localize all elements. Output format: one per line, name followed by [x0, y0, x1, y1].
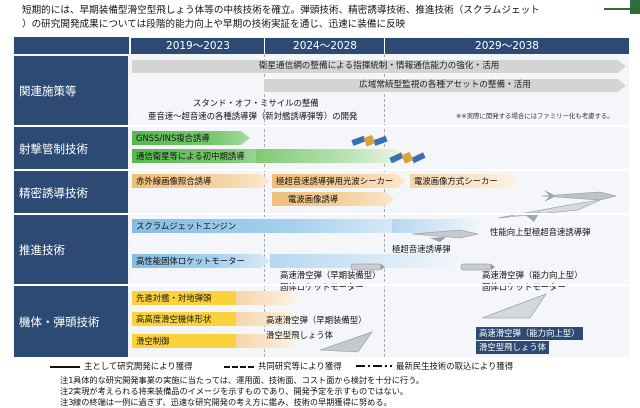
- label-hgv-improved-motor: 固体ロケットモーター: [482, 282, 566, 292]
- satellite-icon-1: [351, 134, 388, 147]
- row-separator-3: [14, 213, 628, 215]
- period-divider-1: [264, 54, 265, 357]
- glide-vehicle-icon-improved: [481, 293, 547, 319]
- row-label-precision: 精密誘導技術: [14, 171, 128, 214]
- legend-solid-text: 主として研究開発により獲得: [84, 361, 193, 371]
- arrow-gnss-ins: GNSS/INS複合誘導: [132, 131, 250, 145]
- legend-solid-line: [50, 366, 80, 368]
- hypersonic-missile-icon: [411, 229, 479, 242]
- arrow-scramjet-extension: [392, 219, 482, 233]
- intro-line-1: 短期的には、早期装備型滑空型飛しょう体等の中核技術を確立。弾頭技術、精密誘導技術…: [22, 5, 540, 16]
- arrow-satcom-guidance-extension: [256, 149, 406, 163]
- arrow-satcom-guidance: 通信衛星等による初中期誘導: [132, 149, 270, 163]
- header-year-3: 2029〜2038: [384, 38, 629, 54]
- header-label-cell: [14, 37, 129, 54]
- arrow-solid-rocket-extension: [270, 254, 460, 268]
- box-glide-control: 滑空制御: [132, 334, 236, 348]
- note-2-text: 実現が考えられる将来装備品のイメージを示すものであり、開発予定を示すものではない…: [73, 386, 409, 396]
- arrow-solid-rocket: 高性能固体ロケットモーター: [132, 254, 270, 268]
- note-1-num: 注1: [60, 375, 74, 385]
- related-standoff-title: スタンド・オフ・ミサイルの整備: [193, 98, 319, 108]
- arrow-optical-seeker: 極超音速誘導弾用光波シーカー: [272, 174, 406, 188]
- label-hgv-early-rocket: 高速滑空弾（早期装備型）: [280, 270, 381, 280]
- glide-vehicle-icon-early: [319, 331, 373, 353]
- arrow-glide-airframe: [236, 312, 298, 326]
- label-hgv-early-airframe: 高速滑空弾（早期装備型）: [266, 315, 367, 325]
- arrow-radar-image-guidance: 電波画像誘導: [272, 192, 394, 206]
- arrow-advanced-warhead: [236, 291, 298, 305]
- row-separator-1: [14, 125, 628, 127]
- legend-dashdot-text: 最新民生技術の取込により獲得: [396, 361, 514, 371]
- corner-accent-line: [604, 8, 630, 10]
- satellite-icon-2: [389, 151, 426, 164]
- box-advanced-warhead: 先進対艦・対地弾頭: [132, 291, 236, 305]
- legend-dash-text: 共同研究等により獲得: [258, 361, 342, 371]
- arrow-radar-seeker: 電波画像方式シーカー: [410, 174, 520, 188]
- row-separator-2: [14, 169, 628, 171]
- row-label-fire-control: 射撃管制技術: [14, 127, 128, 170]
- note-1-text: 具体的な研究開発事業の実施に当たっては、運用面、技術面、コスト面から検討を十分に…: [73, 375, 424, 385]
- row-separator-4: [14, 284, 628, 286]
- rocket-motor-icon-2: [460, 263, 495, 271]
- box-glide-airframe: 高高度滑空機体形状: [132, 312, 236, 326]
- header-year-2: 2024〜2028: [264, 38, 385, 54]
- note-3-num: 注3: [60, 397, 74, 407]
- label-glide-vehicle-early: 滑空型飛しょう体: [266, 330, 333, 340]
- related-bar-satcom: 衛星通信網の整備による指揮統制・情報通信能力の強化・活用: [132, 60, 626, 73]
- arrow-scramjet: スクラムジェットエンジン: [132, 219, 402, 233]
- corner-accent-block: [630, 0, 640, 14]
- intro-line-2: ）の研究開発成果については段階的能力向上や早期の技術実証を通じ、迅速に装備に反映: [22, 19, 406, 30]
- row-label-propulsion: 推進技術: [14, 215, 128, 285]
- row-label-related: 関連施策等: [14, 56, 128, 126]
- label-hgv-improved-rocket: 高速滑空弾（能力向上型）: [482, 270, 583, 280]
- related-standoff-desc: 亜音速〜超音速の各種誘導弾（新対艦誘導弾等）の開発: [148, 111, 358, 121]
- improved-hypersonic-missile-icon: [497, 199, 601, 222]
- header-year-1: 2019〜2023: [130, 38, 265, 54]
- rocket-motor-icon-1: [350, 263, 385, 271]
- arrow-ir-image-guidance: 赤外線画像照合誘導: [132, 174, 270, 188]
- related-bar-surveillance: 広域常続型監視の各種アセットの整備・活用: [264, 79, 626, 92]
- legend-dash-line: [224, 366, 254, 368]
- row-label-airframe: 機体・弾頭技術: [14, 286, 128, 357]
- arrow-glide-control: [236, 334, 298, 348]
- label-hgv-improved-airframe: 高速滑空弾（能力向上型）: [476, 327, 583, 340]
- legend-dashdot-line: [356, 365, 392, 367]
- intro-text: 短期的には、早期装備型滑空型飛しょう体等の中核技術を確立。弾頭技術、精密誘導技術…: [22, 4, 618, 32]
- missile-icon-seeker: [541, 190, 617, 202]
- note-2-num: 注2: [60, 386, 74, 396]
- label-hypersonic-missile: 極超音速誘導弾: [392, 244, 451, 254]
- label-glide-vehicle-improved: 滑空型飛しょう体: [476, 341, 549, 354]
- note-3-text: 線の終端は一例に過ぎず、迅速な研究開発の考え方に鑑み、技術の早期獲得に努める。: [73, 397, 392, 407]
- related-family-note: ※※実際に開発する場合にはファミリー化も考慮する。: [456, 112, 614, 120]
- label-improved-hypersonic-missile: 性能向上型極超音速誘導弾: [490, 227, 591, 237]
- label-hgv-early-motor: 固体ロケットモーター: [280, 282, 364, 292]
